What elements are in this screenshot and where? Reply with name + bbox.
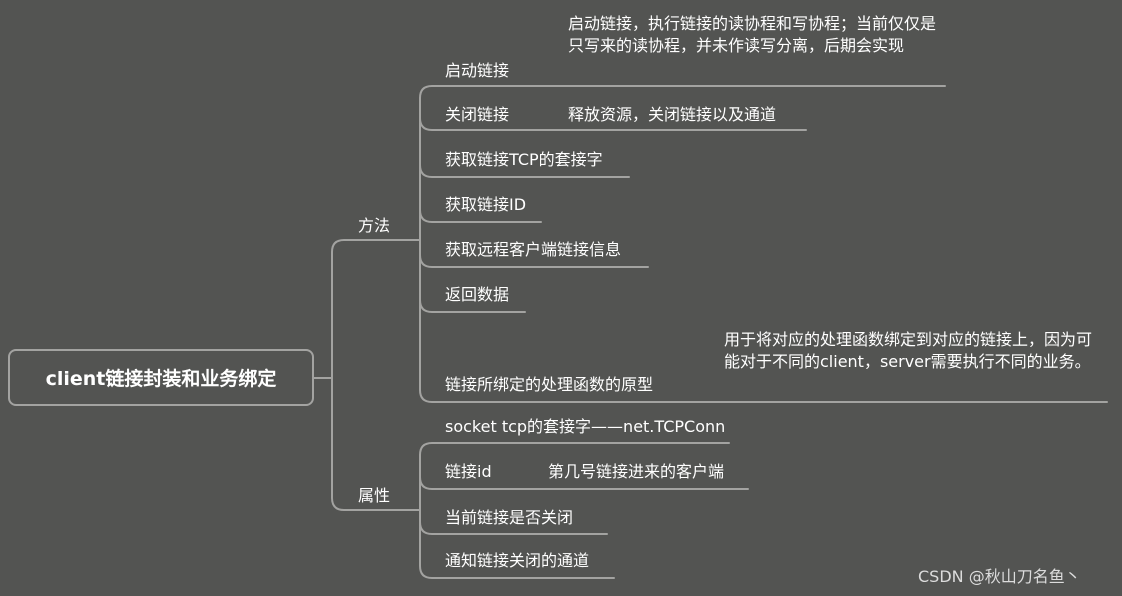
prop-closed-label[interactable]: 当前链接是否关闭 xyxy=(445,508,574,527)
method-close-desc: 释放资源，关闭链接以及通道 xyxy=(568,105,777,124)
connector-root-to-properties xyxy=(331,377,421,511)
underline-prop-closed xyxy=(419,521,608,535)
underline-method-remote xyxy=(419,254,649,268)
prop-socket-label[interactable]: socket tcp的套接字——net.TCPConn xyxy=(445,417,726,436)
watermark-text: CSDN @秋山刀名鱼丶 xyxy=(918,567,1081,586)
method-start-label[interactable]: 启动链接 xyxy=(445,61,510,80)
underline-method-close xyxy=(419,117,807,131)
connector-root-to-methods xyxy=(313,239,421,379)
method-id-label[interactable]: 获取链接ID xyxy=(445,195,527,214)
connector-properties-spine-lower xyxy=(419,454,615,579)
underline-method-id xyxy=(419,209,542,223)
root-node[interactable]: client链接封装和业务绑定 xyxy=(8,349,314,406)
method-handler-desc: 用于将对应的处理函数绑定到对应的链接上，因为可能对于不同的client，serv… xyxy=(724,330,1093,371)
branch-properties-label[interactable]: 属性 xyxy=(358,486,391,505)
underline-method-send xyxy=(419,299,526,313)
underline-method-socket xyxy=(419,164,630,178)
method-socket-label[interactable]: 获取链接TCP的套接字 xyxy=(445,150,603,169)
method-start-desc: 启动链接，执行链接的读协程和写协程；当前仅仅是只写来的读协程，并未作读写分离，后… xyxy=(568,14,937,55)
prop-exit-chan-label[interactable]: 通知链接关闭的通道 xyxy=(445,551,590,570)
underline-prop-id xyxy=(419,476,749,490)
method-remote-label[interactable]: 获取远程客户端链接信息 xyxy=(445,240,622,259)
method-close-label[interactable]: 关闭链接 xyxy=(445,105,510,124)
method-handler-label[interactable]: 链接所绑定的处理函数的原型 xyxy=(445,375,654,394)
root-node-label: client链接封装和业务绑定 xyxy=(45,368,277,390)
prop-id-desc: 第几号链接进来的客户端 xyxy=(548,462,725,481)
method-send-label[interactable]: 返回数据 xyxy=(445,285,510,304)
branch-methods-label[interactable]: 方法 xyxy=(358,216,391,235)
connector-properties-spine xyxy=(419,442,730,456)
connector-methods-spine xyxy=(419,85,946,99)
connector-methods-spine-lower xyxy=(419,97,1108,403)
prop-id-label[interactable]: 链接id xyxy=(445,462,492,481)
